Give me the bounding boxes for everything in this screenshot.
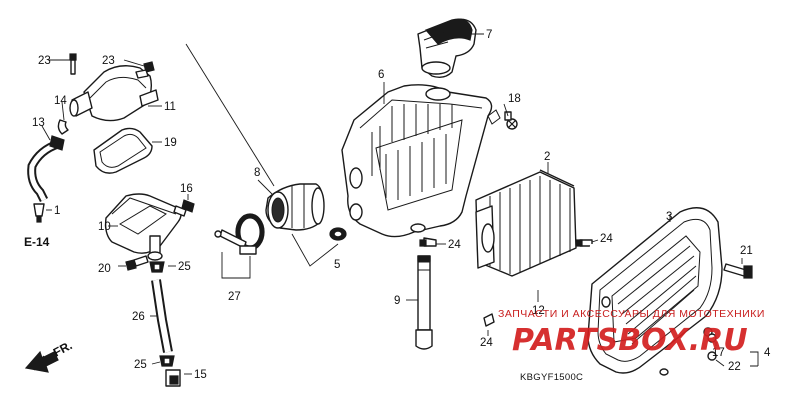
callout-11: 11 [164, 101, 176, 113]
part-21-bolt [723, 263, 753, 279]
callout-labels: 23 23 14 11 13 19 1 E-14 16 10 20 25 26 … [24, 29, 771, 383]
drawing-code: KBGYF1500C [520, 372, 583, 383]
part-25-clip-a [149, 261, 165, 273]
part-27-clamp [214, 213, 265, 255]
callout-14: 14 [54, 95, 67, 107]
callout-26: 26 [132, 311, 145, 323]
part-23-screw-a [69, 53, 77, 75]
part-16-bolt [173, 199, 195, 217]
part-17-grommet [707, 333, 717, 343]
part-6-air-cleaner-case [341, 84, 501, 238]
callout-20: 20 [98, 263, 111, 275]
callout-16: 16 [180, 183, 193, 195]
watermark-caption: ЗАПЧАСТИ И АКСЕССУАРЫ ДЛЯ МОТОТЕХНИКИ [498, 308, 765, 320]
callout-12: 12 [532, 305, 545, 317]
callout-27: 27 [228, 291, 241, 303]
callout-5: 5 [334, 259, 340, 271]
watermark-logo: PARTSBOX.RU [512, 323, 748, 358]
part-24-clip-b [575, 239, 593, 247]
part-13-breather-tube [27, 135, 65, 203]
callout-18: 18 [508, 93, 521, 105]
callout-19: 19 [164, 137, 177, 149]
callout-4: 4 [764, 347, 771, 359]
callout-7: 7 [486, 29, 492, 41]
callout-21: 21 [740, 245, 753, 257]
callout-25-a: 25 [178, 261, 191, 273]
callout-15: 15 [194, 369, 207, 381]
part-18-bolt [504, 111, 518, 130]
callout-10: 10 [98, 221, 111, 233]
part-24-clip-a [419, 237, 437, 247]
part-15-plug [165, 369, 181, 387]
part-14-clip [57, 119, 69, 135]
part-24-clip-c [483, 313, 495, 327]
part-9-drain-plug [415, 255, 433, 350]
part-2-air-cleaner-element [475, 169, 577, 277]
section-ref-e14: E-14 [24, 235, 50, 249]
callout-24-b: 24 [600, 233, 613, 245]
callout-13: 13 [32, 117, 45, 129]
callout-3: 3 [666, 211, 672, 223]
part-23-screw-b [135, 61, 155, 79]
callout-17: 17 [712, 347, 725, 359]
part-7-intake-duct [417, 18, 477, 79]
part-10-breather-chamber [104, 193, 182, 261]
part-19-gasket [93, 127, 153, 174]
part-22-collar [707, 351, 717, 361]
callout-22: 22 [728, 361, 741, 373]
part-8-connecting-tube [265, 183, 325, 231]
callout-6: 6 [378, 69, 384, 81]
leader-lines [41, 33, 759, 375]
callout-1: 1 [54, 205, 60, 217]
part-11-breather-cover [69, 65, 159, 122]
part-5-band [329, 227, 347, 241]
callout-8: 8 [254, 167, 260, 179]
watermark: ЗАПЧАСТИ И АКСЕССУАРЫ ДЛЯ МОТОТЕХНИКИ PA… [498, 308, 765, 358]
callout-25-b: 25 [134, 359, 147, 371]
callout-23-a: 23 [38, 55, 51, 67]
callout-9: 9 [394, 295, 400, 307]
part-25-clip-b [159, 355, 175, 367]
part-1-pin [33, 203, 45, 223]
part-20-bolt [125, 255, 149, 271]
part-12-drain-tube [490, 243, 594, 314]
part-26-tube [151, 279, 173, 353]
callout-24-a: 24 [448, 239, 461, 251]
callout-24-c: 24 [480, 337, 493, 349]
callout-2: 2 [544, 151, 550, 163]
callout-23-b: 23 [102, 55, 115, 67]
front-direction-arrow [24, 350, 59, 373]
